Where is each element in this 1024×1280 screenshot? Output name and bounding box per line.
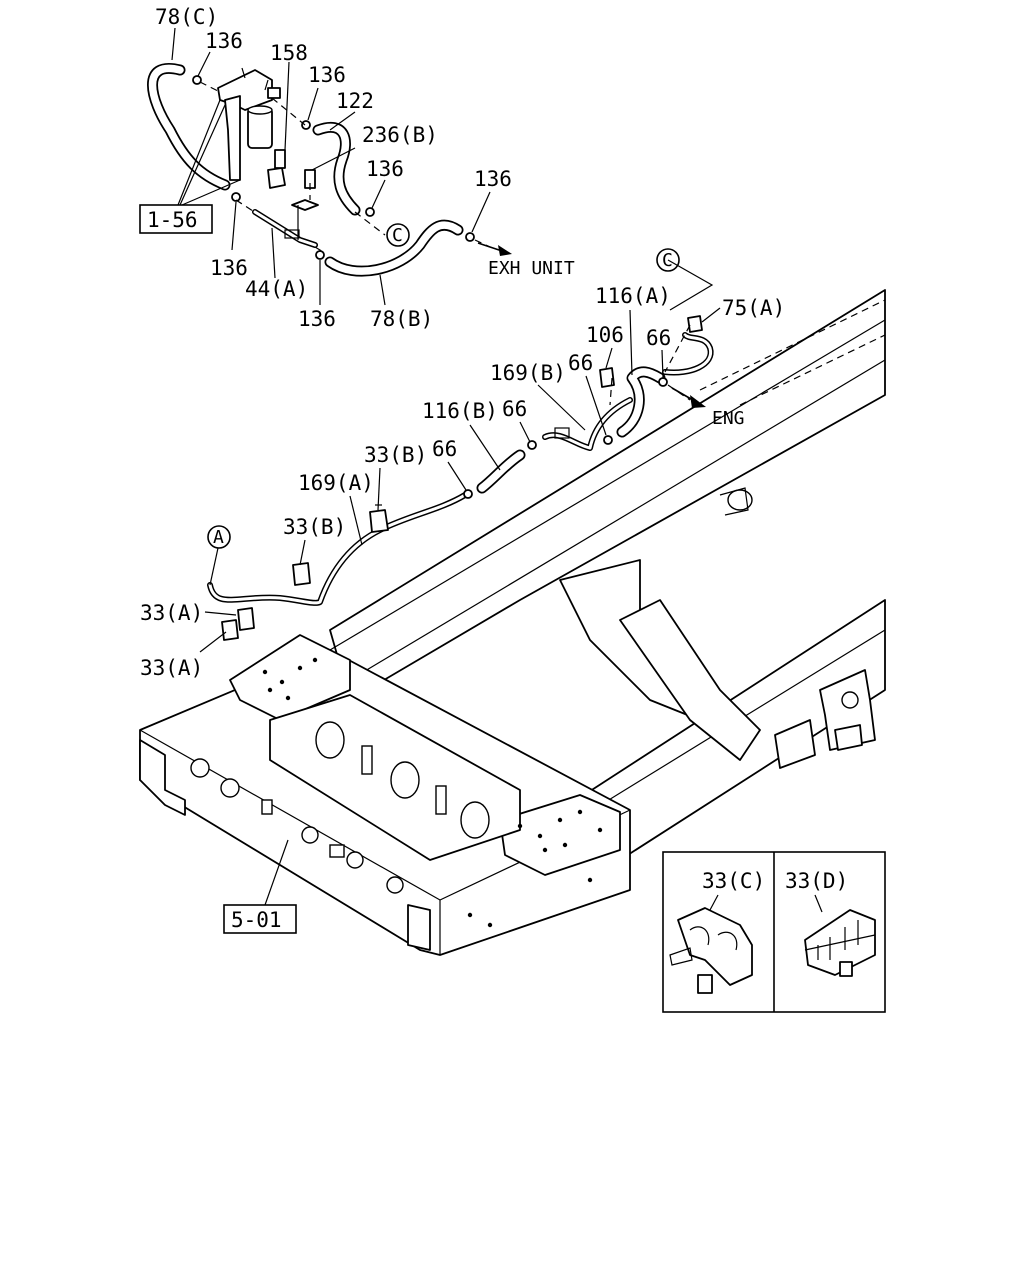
label-33c: 33(C) [702, 869, 765, 893]
hose-116b [476, 449, 526, 494]
fuel-filter-assembly [217, 67, 281, 181]
label-122: 122 [336, 89, 374, 113]
callout-a [207, 525, 231, 549]
clip-33d-detail [804, 909, 876, 977]
ref-5-01: 5-01 [231, 908, 282, 932]
pipe-75a [662, 332, 714, 376]
hose-78c [147, 62, 231, 191]
label-78b: 78(B) [370, 307, 433, 331]
clip-106 [599, 367, 615, 388]
hose-116a [616, 366, 666, 438]
label-136-d: 136 [474, 167, 512, 191]
arrow-exh-unit [477, 242, 512, 256]
pipe-169a [207, 492, 468, 606]
connector-236b [291, 169, 319, 240]
label-169b: 169(B) [490, 361, 566, 385]
clamp-136-group [192, 75, 475, 260]
label-169a: 169(A) [298, 471, 374, 495]
label-136-a: 136 [205, 29, 243, 53]
label-106: 106 [586, 323, 624, 347]
ref-box-1-56 [139, 204, 213, 234]
arrow-eng [671, 387, 706, 408]
clip-33b-upper [369, 504, 389, 533]
label-exh-unit: EXH UNIT [488, 258, 575, 279]
callout-c-upper [386, 223, 410, 247]
ref-1-56: 1-56 [147, 208, 198, 232]
clip-33c-detail [669, 907, 753, 994]
label-66-c: 66 [502, 397, 527, 421]
label-66-b: 66 [568, 351, 593, 375]
ref-box-5-01 [223, 904, 297, 934]
callout-c-right [656, 248, 680, 272]
label-44a: 44(A) [245, 277, 308, 301]
label-136-e: 136 [210, 256, 248, 280]
label-eng: ENG [712, 408, 745, 429]
label-116b: 116(B) [422, 399, 498, 423]
clip-75a [687, 315, 703, 333]
label-236b: 236(B) [362, 123, 438, 147]
hose-78b [324, 219, 464, 277]
callout-c-upper-text: C [392, 225, 403, 246]
detail-inset: 33(C) 33(D) [662, 851, 886, 1013]
label-78c: 78(C) [155, 5, 218, 29]
clip-33b-lower [292, 562, 311, 586]
clip-33a-pair [221, 607, 255, 641]
label-33a-a: 33(A) [140, 601, 203, 625]
label-136-f: 136 [298, 307, 336, 331]
label-116a: 116(A) [595, 284, 671, 308]
label-136-c: 136 [366, 157, 404, 181]
label-33b-b: 33(B) [283, 515, 346, 539]
label-66-d: 66 [432, 437, 457, 461]
label-136-b: 136 [308, 63, 346, 87]
pipe-169b [542, 397, 633, 451]
label-66-a: 66 [646, 326, 671, 350]
label-158: 158 [270, 41, 308, 65]
label-75a: 75(A) [722, 296, 785, 320]
clamp-66-group [463, 377, 668, 499]
label-33b-a: 33(B) [364, 443, 427, 467]
hose-122 [312, 121, 361, 216]
valve-158 [267, 149, 286, 189]
frame-rivets [262, 657, 603, 928]
callout-c-right-text: C [662, 250, 673, 271]
label-33d: 33(D) [785, 869, 848, 893]
label-33a-b: 33(A) [140, 656, 203, 680]
leader-lines [171, 27, 721, 906]
pipe-44a [252, 209, 318, 248]
vehicle-frame [139, 289, 886, 956]
callout-a-text: A [213, 527, 224, 548]
